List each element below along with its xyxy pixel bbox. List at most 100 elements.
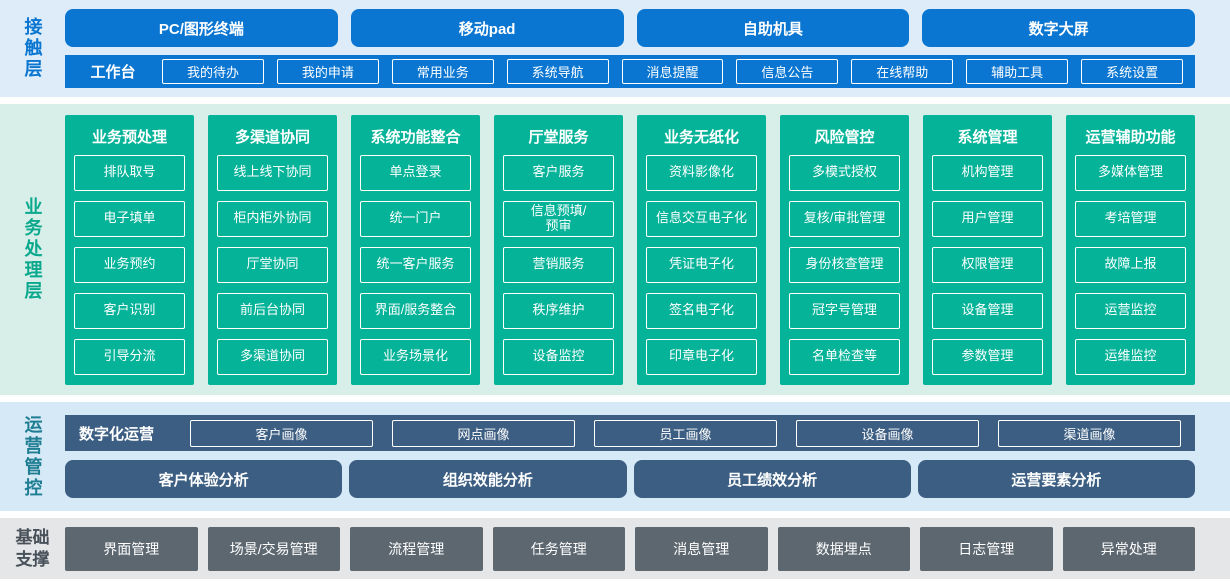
operations-layer-band: 运营管控 数字化运营 客户画像 网点画像 员工画像 设备画像 渠道画像 bbox=[0, 402, 1230, 511]
business-function-box: 权限管理 bbox=[932, 246, 1043, 283]
column-title: 多渠道协同 bbox=[234, 128, 310, 146]
workbench-bar: 工作台 我的待办 我的申请 常用业务 系统导航 消息提醒 信息公告 bbox=[65, 55, 1195, 88]
column-items: 多模式授权复核/审批管理身份核查管理冠字号管理名单检查等 bbox=[789, 154, 900, 375]
foundation-box: 消息管理 bbox=[635, 526, 768, 571]
business-function-box: 电子填单 bbox=[74, 200, 185, 237]
business-function-box: 界面/服务整合 bbox=[360, 292, 471, 329]
business-columns-row: 业务预处理 排队取号电子填单业务预约客户识别引导分流 多渠道协同 线上线下协同柜… bbox=[65, 114, 1195, 385]
column-items: 线上线下协同柜内柜外协同厅堂协同前后台协同多渠道协同 bbox=[217, 154, 328, 375]
workbench-item: 信息公告 bbox=[736, 59, 839, 84]
business-function-box: 营销服务 bbox=[503, 246, 614, 283]
terminal-button: 数字大屏 bbox=[922, 9, 1195, 47]
business-function-box: 冠字号管理 bbox=[789, 292, 900, 329]
workbench-item: 在线帮助 bbox=[851, 59, 954, 84]
column-title: 业务无纸化 bbox=[663, 128, 739, 146]
business-column-risk-control: 风险管控 多模式授权复核/审批管理身份核查管理冠字号管理名单检查等 bbox=[780, 114, 909, 385]
column-title: 系统功能整合 bbox=[370, 128, 461, 146]
column-items: 单点登录统一门户统一客户服务界面/服务整合业务场景化 bbox=[360, 154, 471, 375]
business-function-box: 业务预约 bbox=[74, 246, 185, 283]
business-function-box: 印章电子化 bbox=[646, 338, 757, 375]
terminal-button: 自助机具 bbox=[636, 9, 910, 47]
business-column-hall-service: 厅堂服务 客户服务信息预填/ 预审营销服务秩序维护设备监控 bbox=[494, 114, 623, 385]
business-function-box: 厅堂协同 bbox=[217, 246, 328, 283]
contact-layer-label-cell: 接触层 bbox=[0, 0, 65, 97]
foundation-box: 界面管理 bbox=[65, 526, 198, 571]
business-layer-label: 业务处理层 bbox=[22, 197, 43, 302]
business-function-box: 运维监控 bbox=[1075, 338, 1186, 375]
business-layer-content: 业务预处理 排队取号电子填单业务预约客户识别引导分流 多渠道协同 线上线下协同柜… bbox=[65, 104, 1195, 395]
business-function-box: 单点登录 bbox=[360, 154, 471, 191]
business-function-box: 多媒体管理 bbox=[1075, 154, 1186, 191]
contact-layer-band: 接触层 PC/图形终端 移动pad 自助机具 数字大屏 工作台 我的待 bbox=[0, 0, 1230, 97]
workbench-item: 消息提醒 bbox=[621, 59, 724, 84]
business-layer-label-cell: 业务处理层 bbox=[0, 104, 65, 395]
profile-box: 渠道画像 bbox=[998, 419, 1181, 447]
workbench-item: 系统设置 bbox=[1081, 59, 1184, 84]
analysis-button: 员工绩效分析 bbox=[633, 460, 911, 498]
business-function-box: 运营监控 bbox=[1075, 292, 1186, 329]
digital-operations-bar: 数字化运营 客户画像 网点画像 员工画像 设备画像 渠道画像 bbox=[65, 415, 1195, 451]
business-column-multichannel: 多渠道协同 线上线下协同柜内柜外协同厅堂协同前后台协同多渠道协同 bbox=[208, 114, 337, 385]
business-function-box: 业务场景化 bbox=[360, 338, 471, 375]
business-function-box: 客户识别 bbox=[74, 292, 185, 329]
business-function-box: 用户管理 bbox=[932, 200, 1043, 237]
business-function-box: 统一客户服务 bbox=[360, 246, 471, 283]
column-items: 多媒体管理考培管理故障上报运营监控运维监控 bbox=[1075, 154, 1186, 375]
business-function-box: 参数管理 bbox=[932, 338, 1043, 375]
column-title: 运营辅助功能 bbox=[1085, 128, 1176, 146]
foundation-box: 日志管理 bbox=[920, 526, 1053, 571]
workbench-items: 我的待办 我的申请 常用业务 系统导航 消息提醒 信息公告 在线帮助 辅助工具 bbox=[162, 59, 1184, 84]
business-function-box: 机构管理 bbox=[932, 154, 1043, 191]
analysis-row: 客户体验分析 组织效能分析 员工绩效分析 运营要素分析 bbox=[65, 460, 1195, 498]
business-function-box: 多渠道协同 bbox=[217, 338, 328, 375]
workbench-item: 常用业务 bbox=[391, 59, 494, 84]
digital-operations-label: 数字化运营 bbox=[79, 425, 155, 443]
business-function-box: 考培管理 bbox=[1075, 200, 1186, 237]
workbench-label: 工作台 bbox=[90, 64, 136, 81]
business-function-box: 柜内柜外协同 bbox=[217, 200, 328, 237]
terminal-button: PC/图形终端 bbox=[65, 9, 338, 47]
business-function-box: 排队取号 bbox=[74, 154, 185, 191]
business-column-ops-aux: 运营辅助功能 多媒体管理考培管理故障上报运营监控运维监控 bbox=[1066, 114, 1195, 385]
business-function-box: 线上线下协同 bbox=[217, 154, 328, 191]
foundation-layer-band: 基础支撑 界面管理 场景/交易管理 流程管理 任务管理 消息管理 数据埋点 日志… bbox=[0, 518, 1230, 579]
contact-layer-label: 接触层 bbox=[22, 17, 43, 80]
business-function-box: 前后台协同 bbox=[217, 292, 328, 329]
business-column-preprocess: 业务预处理 排队取号电子填单业务预约客户识别引导分流 bbox=[65, 114, 194, 385]
business-function-box: 复核/审批管理 bbox=[789, 200, 900, 237]
business-function-box: 资料影像化 bbox=[646, 154, 757, 191]
column-items: 客户服务信息预填/ 预审营销服务秩序维护设备监控 bbox=[503, 154, 614, 375]
digital-operations-items: 客户画像 网点画像 员工画像 设备画像 渠道画像 bbox=[190, 419, 1181, 447]
operations-layer-content: 数字化运营 客户画像 网点画像 员工画像 设备画像 渠道画像 bbox=[65, 402, 1195, 511]
business-function-box: 签名电子化 bbox=[646, 292, 757, 329]
workbench-item: 系统导航 bbox=[506, 59, 609, 84]
workbench-item: 我的申请 bbox=[276, 59, 379, 84]
business-function-box: 信息交互电子化 bbox=[646, 200, 757, 237]
business-column-paperless: 业务无纸化 资料影像化信息交互电子化凭证电子化签名电子化印章电子化 bbox=[637, 114, 766, 385]
column-items: 排队取号电子填单业务预约客户识别引导分流 bbox=[74, 154, 185, 375]
foundation-row: 界面管理 场景/交易管理 流程管理 任务管理 消息管理 数据埋点 日志管理 异常… bbox=[65, 526, 1195, 571]
business-function-box: 信息预填/ 预审 bbox=[503, 200, 614, 237]
business-function-box: 客户服务 bbox=[503, 154, 614, 191]
foundation-layer-label-cell: 基础支撑 bbox=[0, 518, 65, 579]
business-function-box: 多模式授权 bbox=[789, 154, 900, 191]
profile-box: 设备画像 bbox=[796, 419, 979, 447]
profile-box: 网点画像 bbox=[392, 419, 575, 447]
terminal-button: 移动pad bbox=[350, 9, 624, 47]
foundation-box: 数据埋点 bbox=[777, 526, 910, 571]
foundation-box: 场景/交易管理 bbox=[207, 526, 340, 571]
workbench-item: 我的待办 bbox=[162, 59, 264, 84]
column-items: 机构管理用户管理权限管理设备管理参数管理 bbox=[932, 154, 1043, 375]
business-function-box: 身份核查管理 bbox=[789, 246, 900, 283]
column-title: 厅堂服务 bbox=[528, 128, 589, 146]
operations-layer-label-cell: 运营管控 bbox=[0, 402, 65, 511]
contact-layer-content: PC/图形终端 移动pad 自助机具 数字大屏 工作台 我的待办 我的申请 bbox=[65, 0, 1195, 97]
business-function-box: 名单检查等 bbox=[789, 338, 900, 375]
profile-box: 客户画像 bbox=[190, 419, 373, 447]
profile-box: 员工画像 bbox=[594, 419, 777, 447]
column-title: 风险管控 bbox=[814, 128, 875, 146]
foundation-box: 任务管理 bbox=[492, 526, 625, 571]
business-layer-band: 业务处理层 业务预处理 排队取号电子填单业务预约客户识别引导分流 多渠道协同 线… bbox=[0, 104, 1230, 395]
business-function-box: 设备监控 bbox=[503, 338, 614, 375]
